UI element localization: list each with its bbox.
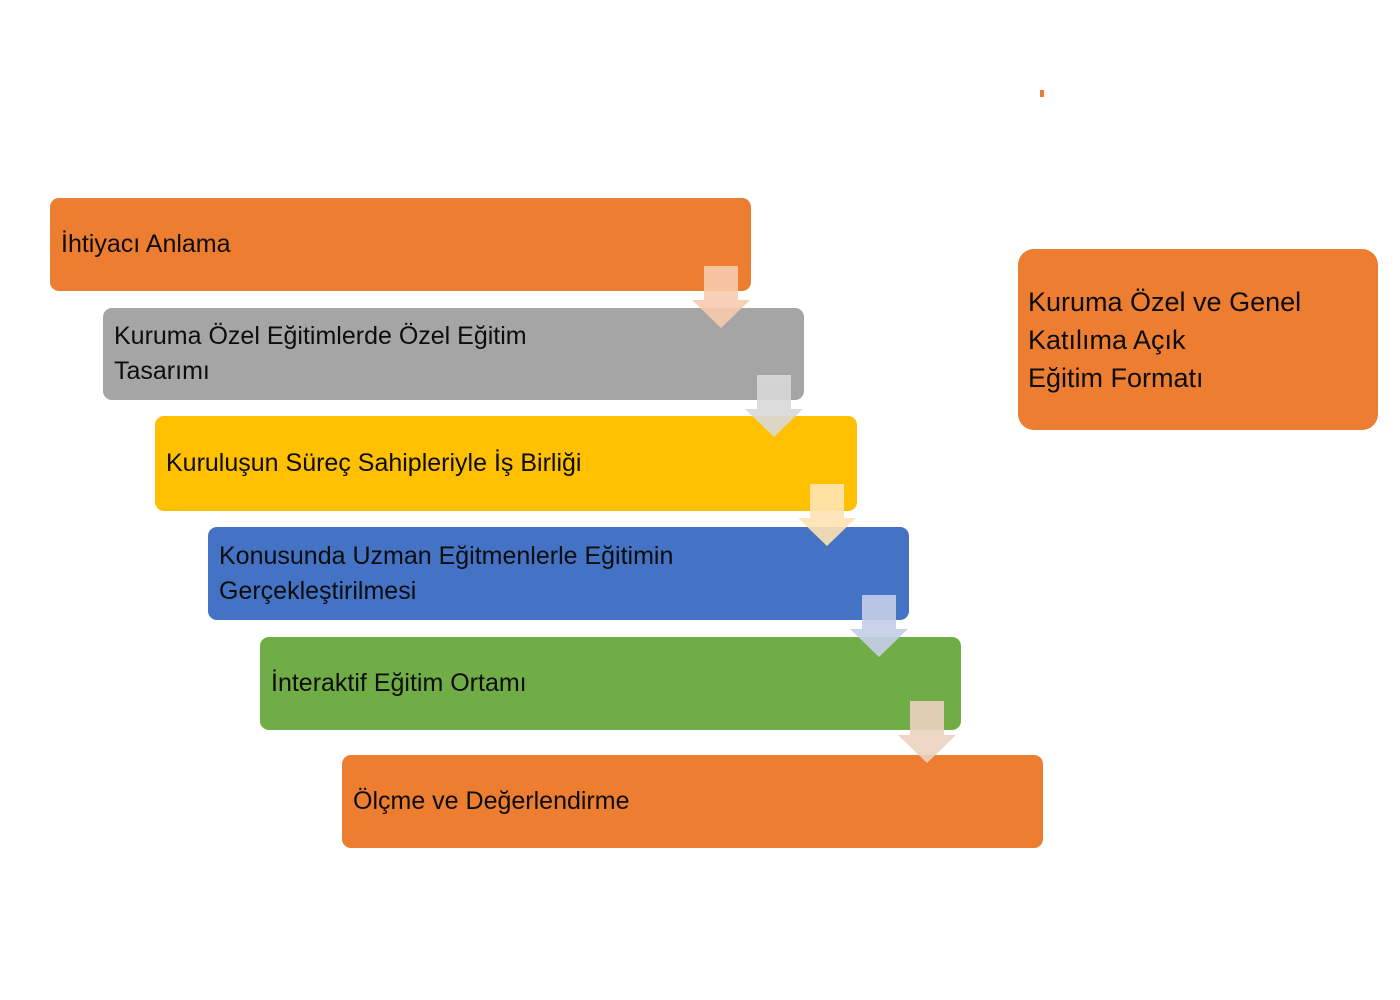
step-interaktif-egitim-ortami: İnteraktif Eğitim Ortamı: [260, 637, 961, 730]
training-format-label: Kuruma Özel ve Genel Katılıma Açık Eğiti…: [1028, 287, 1302, 393]
step-ihtiyaci-anlama: İhtiyacı Anlama: [50, 198, 751, 291]
down-arrow-icon: [798, 484, 856, 546]
down-arrow-icon: [745, 375, 803, 437]
down-arrow-icon: [692, 266, 750, 328]
step-label: İnteraktif Eğitim Ortamı: [271, 669, 527, 697]
stray-mark: [1040, 90, 1044, 97]
down-arrow-icon: [850, 595, 908, 657]
step-label: Konusunda Uzman Eğitmenlerle Eğitimin Ge…: [219, 541, 674, 605]
step-label: İhtiyacı Anlama: [61, 230, 231, 258]
step-label: Ölçme ve Değerlendirme: [353, 787, 630, 815]
step-ozel-egitim-tasarimi: Kuruma Özel Eğitimlerde Özel Eğitim Tasa…: [103, 308, 804, 400]
step-label: Kuruma Özel Eğitimlerde Özel Eğitim Tasa…: [114, 322, 527, 385]
training-format-box: Kuruma Özel ve Genel Katılıma Açık Eğiti…: [1018, 249, 1378, 430]
step-uzman-egitmenlerle-egitim: Konusunda Uzman Eğitmenlerle Eğitimin Ge…: [208, 527, 909, 620]
step-label: Kuruluşun Süreç Sahipleriyle İş Birliği: [166, 449, 582, 477]
down-arrow-icon: [898, 701, 956, 763]
step-surec-sahipleriyle-is-birligi: Kuruluşun Süreç Sahipleriyle İş Birliği: [155, 416, 857, 511]
step-olcme-ve-degerlendirme: Ölçme ve Değerlendirme: [342, 755, 1043, 848]
